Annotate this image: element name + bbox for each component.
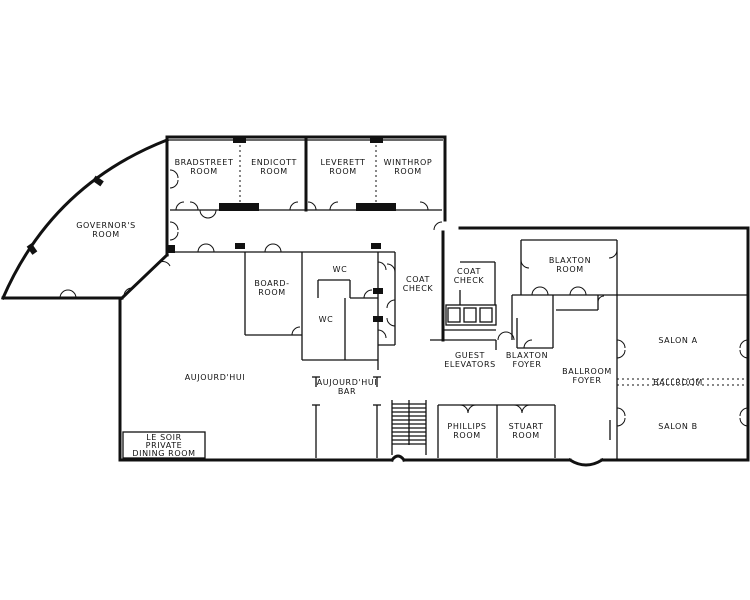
label-salon-b: SALON B bbox=[658, 422, 697, 431]
top-room-walls bbox=[26, 135, 443, 299]
service-walls bbox=[244, 252, 396, 370]
label-ballroom: BALLROOM bbox=[653, 378, 703, 387]
label-boardroom: BOARD-ROOM bbox=[254, 279, 289, 297]
ballroom-walls bbox=[609, 295, 749, 460]
lower-walls bbox=[122, 376, 556, 459]
label-wc-upper: WC bbox=[333, 265, 348, 274]
stairs bbox=[391, 400, 427, 455]
center-walls bbox=[430, 239, 748, 350]
label-aujourdhui: AUJOURD'HUI bbox=[185, 373, 246, 382]
label-salon-a: SALON A bbox=[658, 336, 697, 345]
label-wc-lower: WC bbox=[319, 315, 334, 324]
